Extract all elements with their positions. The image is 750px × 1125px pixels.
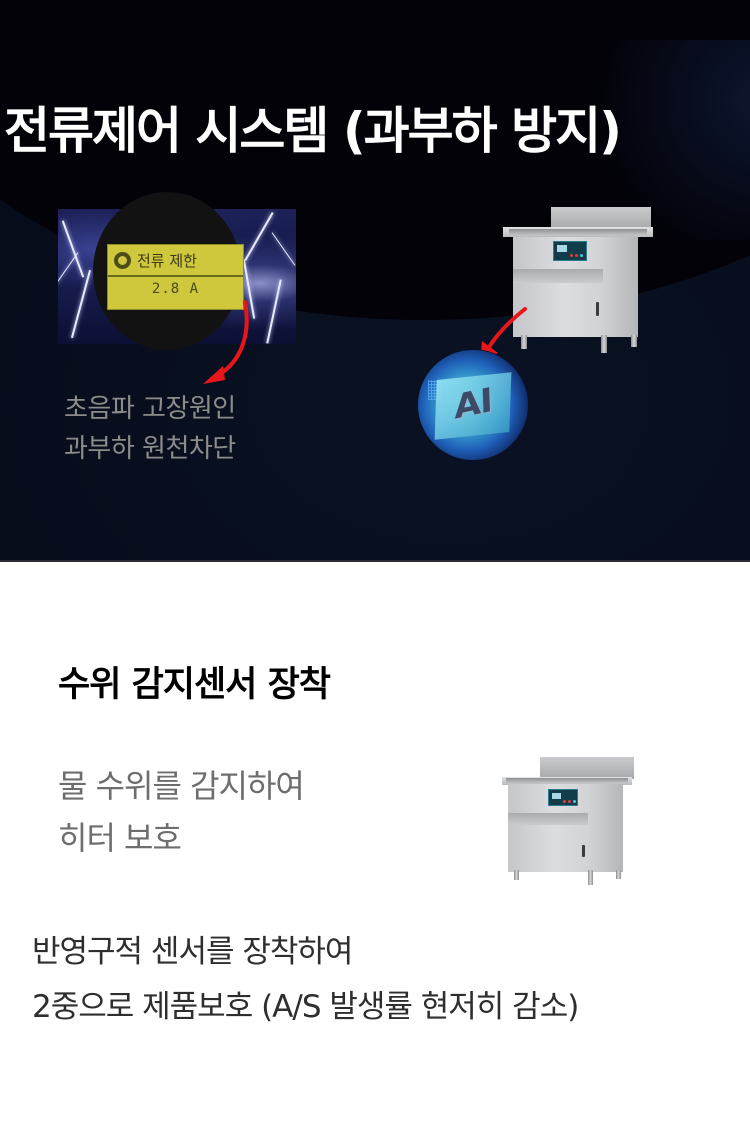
description-line-2: 히터 보호 <box>58 819 182 857</box>
section-title: 전류제어 시스템 (과부하 방지) <box>4 102 622 160</box>
section-divider <box>0 560 750 562</box>
ai-chip-image: AI <box>418 350 528 460</box>
description-line-1: 물 수위를 감지하여 <box>58 767 305 805</box>
red-arrow-icon <box>203 300 249 384</box>
lcd-display: 전류 제한 2.8 A <box>107 244 244 310</box>
bottom-text-line-2: 2중으로 제품보호 (A/S 발생률 현저히 감소) <box>32 989 579 1025</box>
caption-line-1: 초음파 고장원인 <box>64 394 236 424</box>
background-glow <box>570 40 750 240</box>
ultrasonic-cleaner-image <box>502 757 634 887</box>
lcd-label: 전류 제한 <box>137 251 197 270</box>
caption: 초음파 고장원인 과부하 원천차단 <box>64 389 236 469</box>
ultrasonic-cleaner-image <box>503 207 653 357</box>
bottom-text: 반영구적 센서를 장착하여 2중으로 제품보호 (A/S 발생률 현저히 감소) <box>32 925 579 1035</box>
section-title: 수위 감지센서 장착 <box>58 665 331 705</box>
lcd-header: 전류 제한 <box>108 245 243 277</box>
caption-line-2: 과부하 원천차단 <box>64 434 236 464</box>
lcd-value: 2.8 A <box>151 281 200 297</box>
description: 물 수위를 감지하여 히터 보호 <box>58 760 305 864</box>
ring-icon <box>114 251 131 269</box>
bottom-text-line-1: 반영구적 센서를 장착하여 <box>32 934 353 970</box>
current-control-section: 전류제어 시스템 (과부하 방지) 전류 제한 2.8 A 초음파 고장원인 과… <box>0 0 750 562</box>
